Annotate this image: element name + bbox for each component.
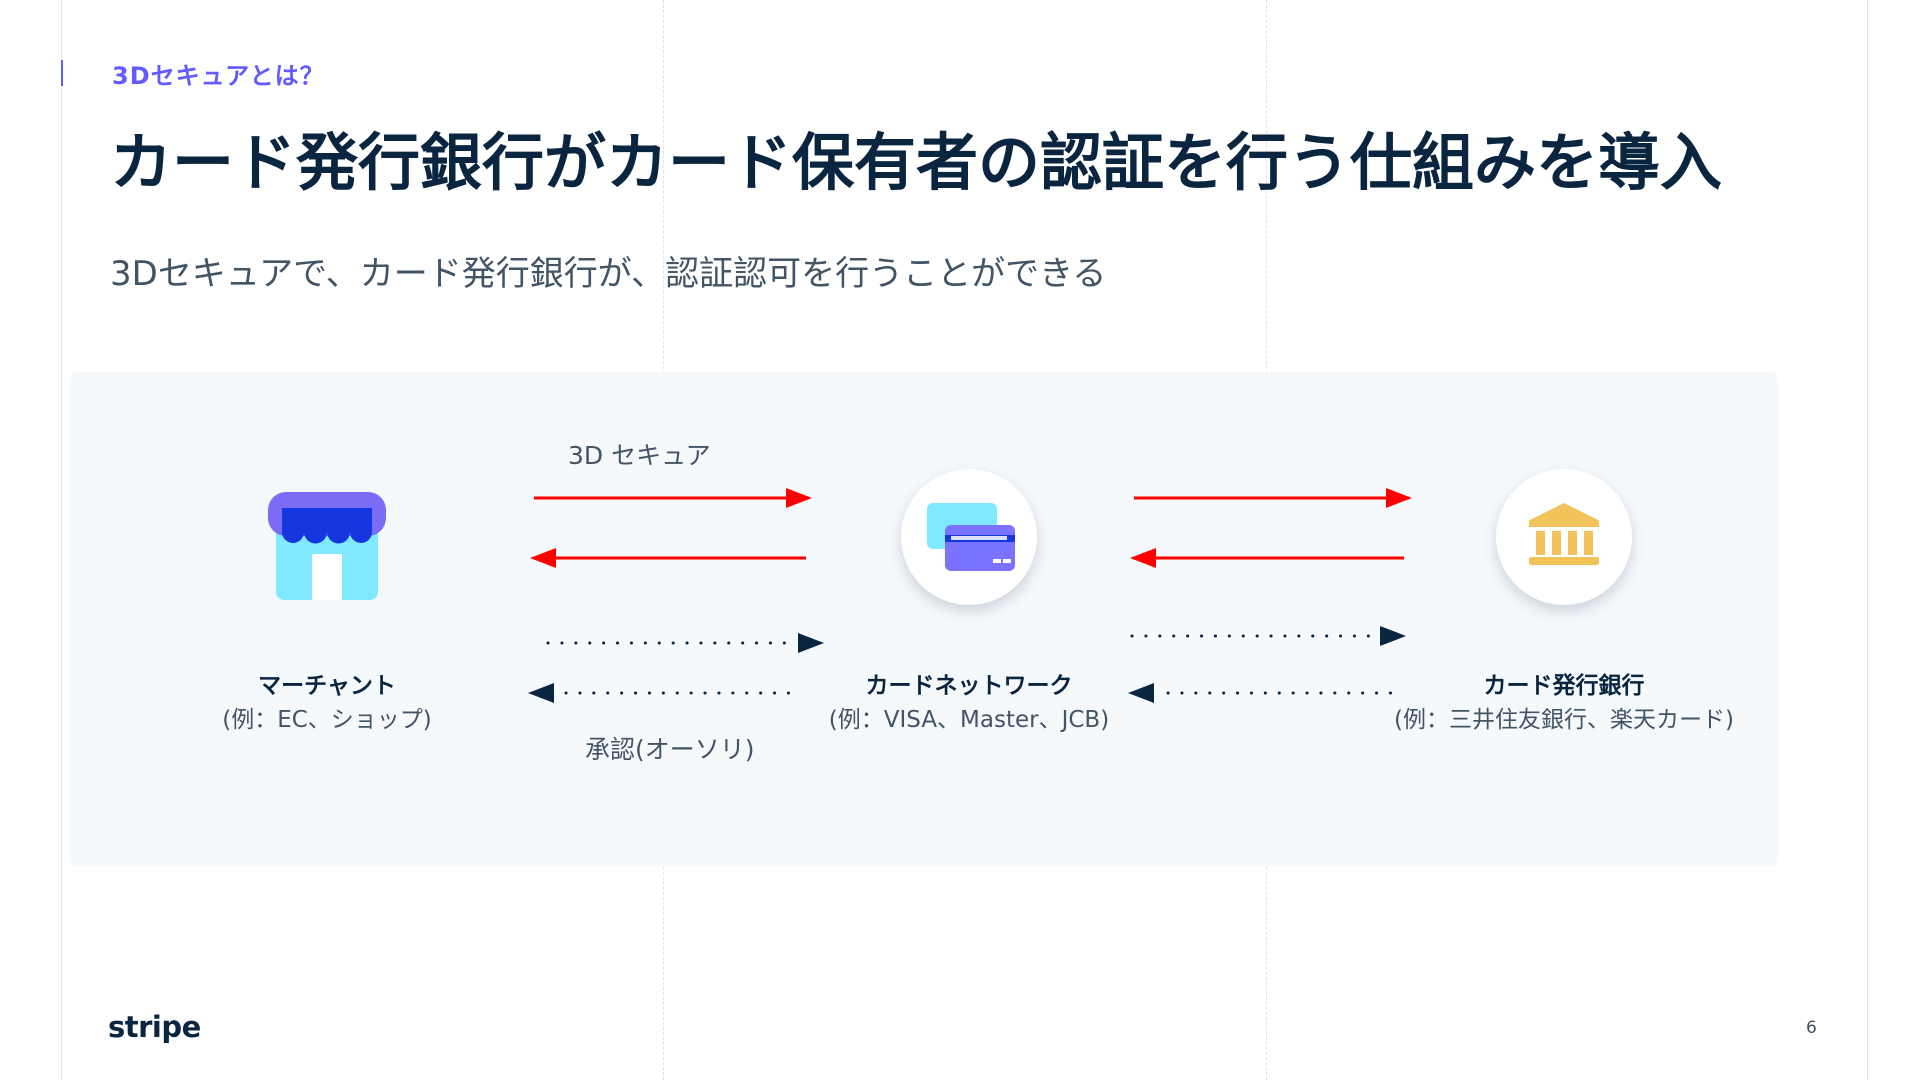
bank-node: [1496, 469, 1632, 605]
page-border-left: [61, 0, 62, 1080]
eyebrow-label: 3Dセキュアとは？: [112, 62, 325, 90]
slide-title: カード発行銀行がカード保有者の認証を行う仕組みを導入: [110, 126, 1723, 199]
network-node: [901, 469, 1037, 605]
bank-example: (例：三井住友銀行、楽天カード): [1394, 707, 1734, 733]
stripe-logo: stripe: [108, 1010, 201, 1044]
dotted-arrow-network-to-bank: [1130, 626, 1406, 646]
top-flow-label: 3D セキュア: [568, 441, 711, 470]
merchant-name: マーチャント: [258, 673, 396, 699]
dotted-arrow-merchant-to-network: [546, 633, 824, 653]
red-arrow-bank-to-network: [1130, 548, 1404, 568]
bank-icon: [1528, 503, 1600, 565]
slide-subtitle: 3Dセキュアで、カード発行銀行が、認証認可を行うことができる: [110, 254, 1107, 294]
merchant-example: (例：EC、ショップ): [222, 707, 432, 733]
red-arrow-network-to-bank: [1134, 488, 1412, 508]
red-arrow-merchant-to-network: [534, 488, 812, 508]
bottom-flow-label: 承認(オーソリ): [585, 735, 755, 764]
eyebrow-accent-bar: [61, 60, 63, 86]
network-name: カードネットワーク: [865, 673, 1073, 699]
merchant-node: [262, 486, 392, 606]
bank-name: カード発行銀行: [1483, 673, 1645, 699]
store-icon: [268, 492, 386, 600]
dotted-arrow-network-to-merchant: [528, 683, 798, 703]
red-arrow-network-to-merchant: [530, 548, 806, 568]
network-example: (例：VISA、Master、JCB): [828, 707, 1110, 733]
dotted-arrow-bank-to-network: [1128, 683, 1398, 703]
page-number: 6: [1806, 1018, 1817, 1038]
diagram-panel: [70, 372, 1778, 866]
page-border-right: [1867, 0, 1868, 1080]
credit-card-icon: [927, 503, 1015, 571]
